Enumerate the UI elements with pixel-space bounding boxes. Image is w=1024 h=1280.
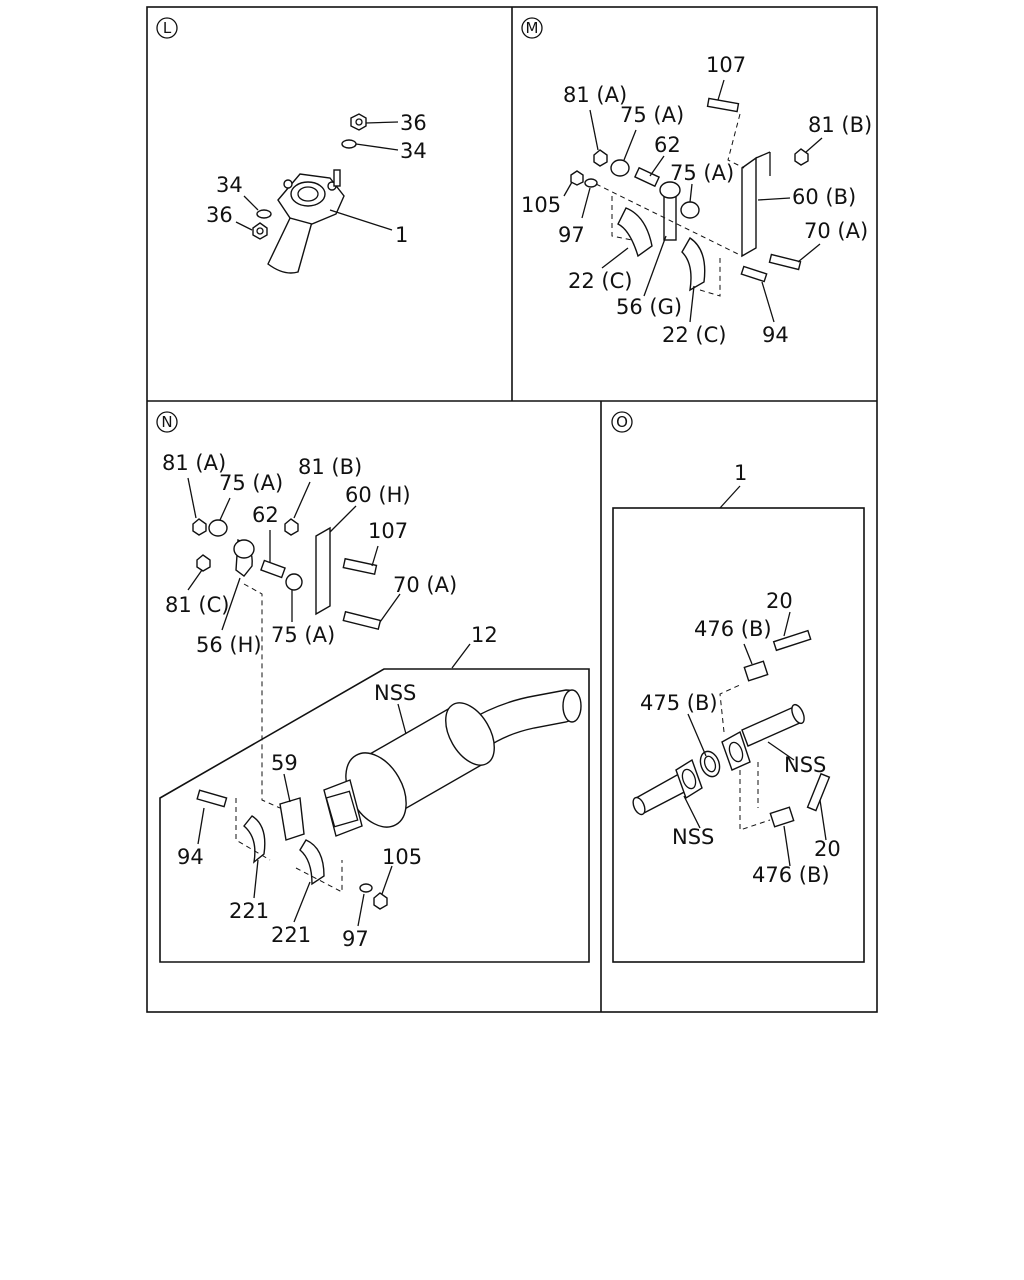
panel-n-leaders [187, 477, 471, 927]
panel-n-label-221-right: 221 [271, 923, 311, 947]
panel-n-label-12: 12 [471, 623, 498, 647]
panel-m-label-107: 107 [706, 53, 746, 77]
panel-n-label-97: 97 [342, 927, 369, 951]
panel-n: N [156, 411, 590, 963]
panel-m-label-22c-bottom: 22 (C) [662, 323, 726, 347]
panel-o-label-476b-top: 476 (B) [694, 617, 772, 641]
panel-m-letter: M [526, 19, 539, 37]
panel-n-label-221-left: 221 [229, 899, 269, 923]
nut-washer-parts [252, 113, 367, 240]
pipe-joint [632, 629, 831, 828]
panel-m-label-70a: 70 (A) [804, 219, 868, 243]
muffler-group-outline [159, 668, 590, 963]
panel-m-label-94: 94 [762, 323, 789, 347]
panel-o: O [611, 411, 865, 963]
panel-n-dashes [235, 583, 343, 893]
panel-l-label-36-top: 36 [400, 111, 427, 135]
panel-o-leaders [683, 611, 827, 867]
panel-l-label-34-right: 34 [400, 139, 427, 163]
panel-n-label-59: 59 [271, 751, 298, 775]
panel-o-label-476b-bottom: 476 (B) [752, 863, 830, 887]
panel-o-label-nss-right: NSS [784, 753, 826, 777]
panel-l-label-34-left: 34 [216, 173, 243, 197]
panel-n-label-107: 107 [368, 519, 408, 543]
panel-n-letter: N [161, 413, 172, 431]
hanger-bracket [741, 151, 771, 258]
panel-n-label-75a-top: 75 (A) [219, 471, 283, 495]
hanger-and-clamps [192, 518, 388, 910]
panel-o-label-20-top: 20 [766, 589, 793, 613]
panel-m-label-97: 97 [558, 223, 585, 247]
panel-m-label-62: 62 [654, 133, 681, 157]
panel-n-label-56h: 56 (H) [196, 633, 262, 657]
panel-frames [146, 6, 878, 1013]
panel-m-label-75a-mid: 75 (A) [670, 161, 734, 185]
panel-n-label-105: 105 [382, 845, 422, 869]
panel-n-label-60h: 60 (H) [345, 483, 411, 507]
panel-m-label-75a-top: 75 (A) [620, 103, 684, 127]
panel-m-label-105: 105 [521, 193, 561, 217]
panel-o-label-nss-left: NSS [672, 825, 714, 849]
panel-l-letter: L [163, 19, 172, 37]
panel-l-label-1: 1 [395, 223, 408, 247]
panel-m-label-56g: 56 (G) [616, 295, 682, 319]
panel-n-label-nss: NSS [374, 681, 416, 705]
panel-n-label-70a: 70 (A) [393, 573, 457, 597]
panel-n-label-81b: 81 (B) [298, 455, 362, 479]
panel-n-label-75a-bottom: 75 (A) [271, 623, 335, 647]
panel-m: M [521, 17, 872, 347]
panel-o-label-1: 1 [734, 461, 747, 485]
panel-m-label-81b: 81 (B) [808, 113, 872, 137]
panel-n-label-94: 94 [177, 845, 204, 869]
exhaust-pipe-flange [267, 169, 345, 274]
panel-o-label-475b: 475 (B) [640, 691, 718, 715]
clamps-and-bolts [570, 97, 809, 292]
panel-o-label-20-bottom: 20 [814, 837, 841, 861]
panel-o-letter: O [616, 413, 628, 431]
joint-group-outline [612, 507, 865, 963]
panel-m-label-22c-left: 22 (C) [568, 269, 632, 293]
panel-l-label-36-left: 36 [206, 203, 233, 227]
panel-m-dashes [595, 113, 745, 297]
panel-n-label-62: 62 [252, 503, 279, 527]
panel-l: L 36 34 34 36 1 [156, 17, 427, 274]
panel-o-dashes [719, 683, 771, 831]
panel-m-label-60b: 60 (B) [792, 185, 856, 209]
panel-m-label-81a: 81 (A) [563, 83, 627, 107]
panel-m-leaders [563, 79, 823, 323]
muffler [323, 689, 582, 837]
panel-l-leaders [235, 121, 399, 231]
panel-n-label-81a: 81 (A) [162, 451, 226, 475]
panel-n-label-81c: 81 (C) [165, 593, 229, 617]
